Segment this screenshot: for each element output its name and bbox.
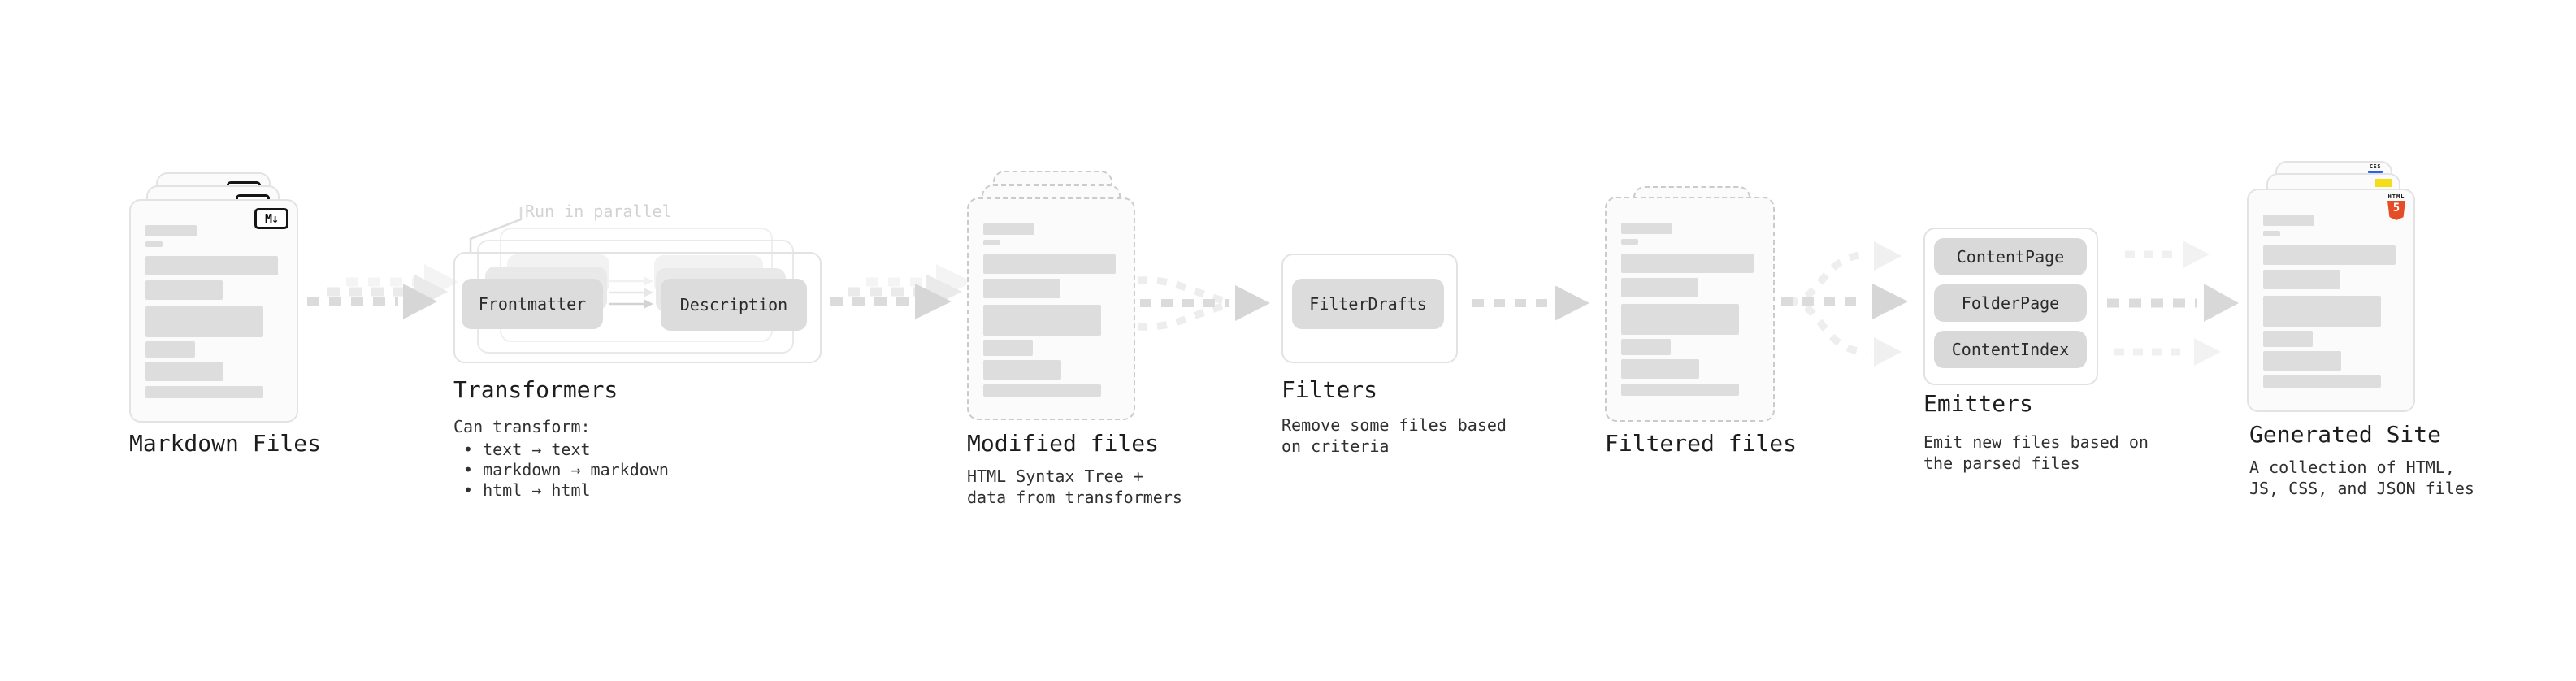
skeleton-line bbox=[983, 305, 1101, 336]
transformers-bullet: • markdown → markdown bbox=[463, 460, 669, 479]
skeleton-line bbox=[1621, 239, 1638, 245]
skeleton-line bbox=[2263, 351, 2341, 371]
arrow-transformers-to-modified bbox=[830, 264, 973, 319]
skeleton-line bbox=[2263, 215, 2314, 226]
skeleton-line bbox=[2263, 296, 2381, 327]
transformers-title: Transformers bbox=[453, 376, 618, 403]
arrow-modified-to-filters bbox=[1137, 276, 1270, 331]
skeleton-line bbox=[983, 384, 1101, 397]
generated-site-label: Generated Site bbox=[2249, 421, 2442, 448]
arrow-filters-to-filtered bbox=[1472, 285, 1589, 321]
description-pill: Description bbox=[661, 279, 807, 331]
modified-files-caption: data from transformers bbox=[967, 488, 1182, 507]
emitters-caption: the parsed files bbox=[1923, 453, 2080, 473]
skeleton-line bbox=[983, 279, 1060, 298]
filtered-files-label: Filtered files bbox=[1605, 430, 1798, 457]
skeleton-line bbox=[2263, 270, 2340, 289]
transformer-container-front bbox=[453, 252, 822, 363]
javascript-icon bbox=[2375, 179, 2392, 187]
markdown-file-card-front: M↓ bbox=[129, 199, 298, 423]
filters-caption: on criteria bbox=[1281, 436, 1390, 456]
filterdrafts-pill: FilterDrafts bbox=[1292, 279, 1444, 329]
filters-caption: Remove some files based bbox=[1281, 415, 1507, 435]
contentpage-pill: ContentPage bbox=[1934, 238, 2087, 275]
skeleton-line bbox=[145, 241, 163, 247]
transformers-bullet: • text → text bbox=[463, 440, 591, 459]
markdown-files-label: Markdown Files bbox=[129, 430, 322, 457]
arrow-markdown-to-transformers bbox=[307, 264, 458, 319]
skeleton-line bbox=[983, 254, 1116, 274]
folderpage-pill: FolderPage bbox=[1934, 284, 2087, 322]
modified-files-label: Modified files bbox=[967, 430, 1160, 457]
skeleton-line bbox=[1621, 223, 1672, 234]
arrow-filtered-to-emitters bbox=[1781, 241, 1908, 367]
skeleton-line bbox=[145, 280, 223, 300]
skeleton-line bbox=[1621, 339, 1671, 355]
filtered-file-card-front bbox=[1605, 197, 1775, 422]
emitters-caption: Emit new files based on bbox=[1923, 432, 2149, 452]
emitters-title: Emitters bbox=[1923, 390, 2033, 417]
skeleton-line bbox=[1621, 254, 1754, 273]
skeleton-line bbox=[983, 240, 1000, 245]
frontmatter-pill: Frontmatter bbox=[462, 279, 603, 329]
run-in-parallel-leader-line bbox=[469, 207, 523, 252]
skeleton-line bbox=[145, 362, 223, 381]
markdown-icon: M↓ bbox=[254, 208, 288, 229]
transformers-bullet: • html → html bbox=[463, 480, 591, 500]
contentindex-pill: ContentIndex bbox=[1934, 331, 2087, 368]
skeleton-line bbox=[2263, 331, 2313, 347]
skeleton-line bbox=[983, 360, 1061, 380]
skeleton-line bbox=[145, 225, 197, 236]
skeleton-line bbox=[1621, 384, 1739, 396]
modified-files-caption: HTML Syntax Tree + bbox=[967, 466, 1143, 486]
filters-title: Filters bbox=[1281, 376, 1378, 403]
skeleton-line bbox=[983, 340, 1033, 356]
html5-icon: HTML 5 bbox=[2387, 193, 2406, 220]
skeleton-line bbox=[145, 306, 263, 337]
skeleton-line bbox=[983, 223, 1034, 235]
skeleton-line bbox=[1621, 359, 1699, 379]
skeleton-line bbox=[2263, 375, 2381, 388]
arrow-emitters-to-generated bbox=[2107, 241, 2239, 366]
css-icon: CSS bbox=[2368, 164, 2383, 173]
arrow-frontmatter-to-description bbox=[609, 276, 653, 309]
generated-file-card-front: HTML 5 bbox=[2247, 189, 2415, 412]
skeleton-line bbox=[145, 386, 263, 398]
skeleton-line bbox=[2263, 245, 2396, 265]
modified-file-card-front bbox=[967, 197, 1135, 420]
skeleton-line bbox=[1621, 278, 1698, 297]
skeleton-line bbox=[1621, 304, 1739, 335]
transformers-caption-heading: Can transform: bbox=[453, 417, 591, 436]
generated-site-caption: JS, CSS, and JSON files bbox=[2249, 479, 2474, 498]
skeleton-line bbox=[145, 256, 278, 275]
run-in-parallel-annotation: Run in parallel bbox=[525, 202, 672, 221]
skeleton-line bbox=[145, 341, 195, 358]
generated-site-caption: A collection of HTML, bbox=[2249, 458, 2455, 477]
skeleton-line bbox=[2263, 231, 2280, 236]
